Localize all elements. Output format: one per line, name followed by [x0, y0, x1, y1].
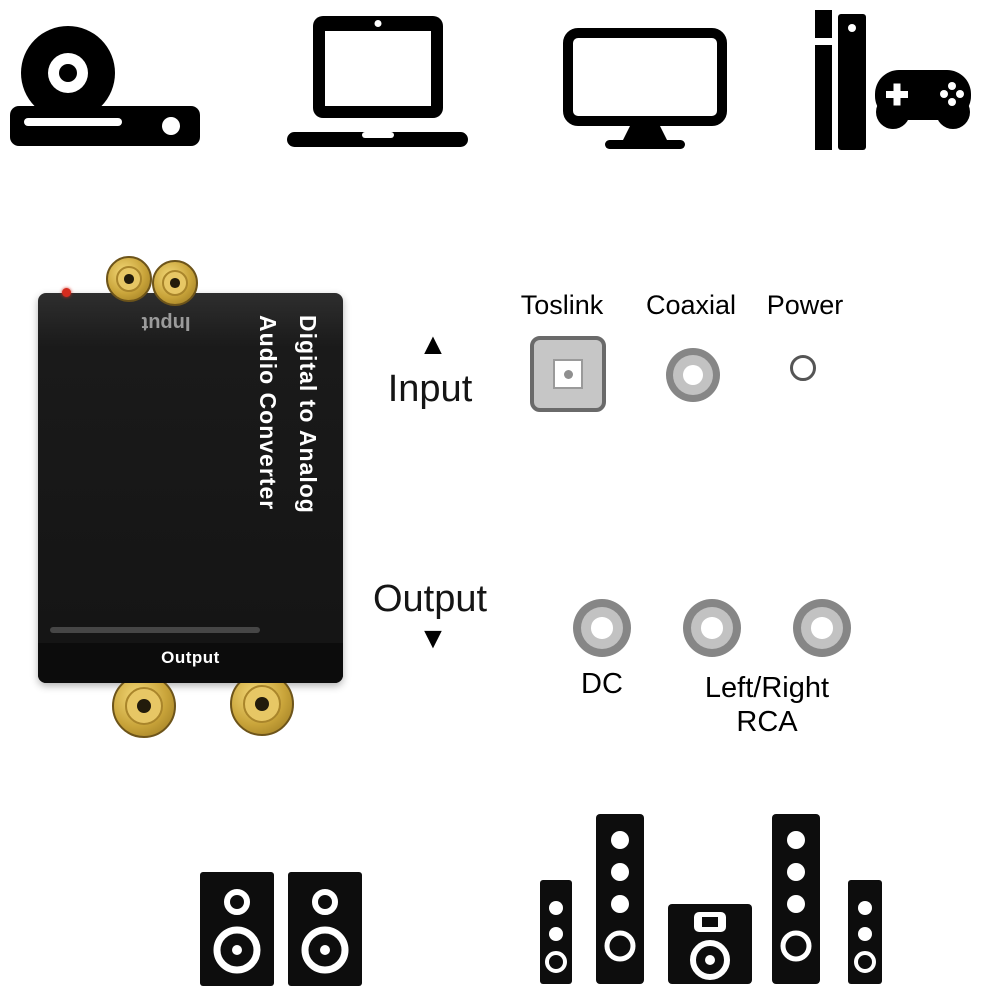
coaxial-label: Coaxial — [645, 290, 737, 320]
down-arrow-icon: ▼ — [418, 622, 448, 655]
brand-line-2: Audio Converter — [255, 315, 281, 511]
game-console-icon — [815, 10, 971, 150]
input-section-label: Input — [387, 368, 473, 410]
rca-jack-hole — [136, 698, 152, 714]
toslink-lens — [563, 369, 573, 379]
power-label: Power — [766, 290, 844, 320]
rca-jack-ring — [161, 269, 189, 297]
stereo-speakers-icon — [200, 872, 362, 986]
left-right-label: Left/Right — [704, 672, 830, 704]
power-port-icon — [790, 355, 816, 381]
dc-hole — [591, 617, 613, 639]
rca-jack-ring — [115, 265, 143, 293]
rca-jack-bottom-left-icon — [112, 674, 176, 738]
dvd-player-icon — [10, 26, 200, 146]
device-bottom-panel — [38, 643, 343, 683]
coaxial-hole — [683, 365, 703, 385]
power-led-icon — [62, 288, 71, 297]
device-groove — [50, 627, 260, 633]
device-input-label: Input — [141, 312, 191, 334]
rca-jack-ring — [124, 686, 164, 726]
toslink-window — [553, 359, 583, 389]
rca-left-port-icon — [683, 599, 741, 657]
device-brand-text: Digital to Analog Audio Converter — [248, 315, 328, 565]
rca-jack-hole — [124, 274, 134, 284]
rca-jack-top-right-icon — [152, 260, 198, 306]
toslink-port-icon — [530, 336, 606, 412]
coaxial-port-icon — [666, 348, 720, 402]
surround-speakers-icon — [540, 814, 882, 984]
dc-label: DC — [581, 668, 623, 700]
rca-label: RCA — [736, 706, 798, 738]
rca-right-port-icon — [793, 599, 851, 657]
rca-left-hole — [701, 617, 723, 639]
rca-left-ring — [690, 606, 734, 650]
brand-line-1: Digital to Analog — [295, 315, 321, 514]
output-section-label: Output — [372, 578, 488, 620]
rca-right-hole — [811, 617, 833, 639]
rca-jack-hole — [254, 696, 270, 712]
dc-port-icon — [573, 599, 631, 657]
toslink-label: Toslink — [520, 290, 604, 320]
tv-icon — [563, 28, 727, 149]
rca-jack-hole — [170, 278, 180, 288]
up-arrow-icon: ▲ — [418, 328, 448, 361]
dc-ring — [580, 606, 624, 650]
coaxial-ring — [673, 355, 713, 395]
rca-right-ring — [800, 606, 844, 650]
rca-jack-ring — [242, 684, 282, 724]
device-output-label: Output — [161, 648, 220, 667]
rca-jack-top-left-icon — [106, 256, 152, 302]
laptop-icon — [287, 16, 468, 147]
converter-device: Input Digital to Analog Audio Converter … — [38, 256, 343, 738]
